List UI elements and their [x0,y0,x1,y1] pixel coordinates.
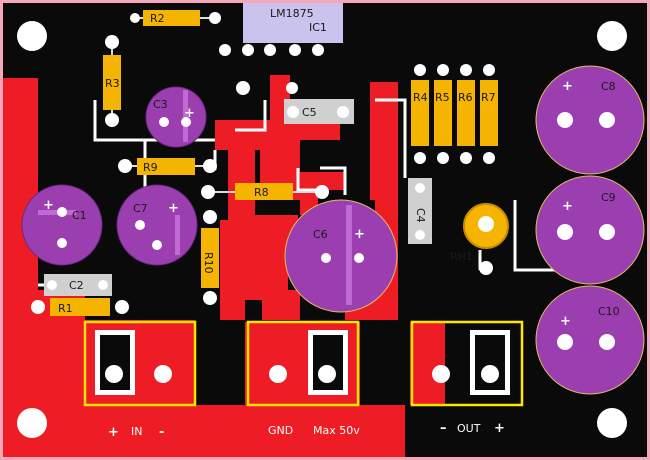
c2-body [44,274,112,296]
c5-pad [337,106,349,118]
c6-plus-sign: + [354,227,365,242]
r5-label: R5 [435,91,450,104]
c4-pad [415,183,425,193]
r1-body [50,298,110,316]
rh1-pad [478,216,494,232]
c6-label: C6 [313,228,328,241]
r8-pad [315,185,329,199]
c10-capacitor: C10 + [535,285,645,395]
r3-pad [105,113,119,127]
r1-pad [115,300,129,314]
c1-plus-sign: + [43,198,54,213]
c9-label: C9 [601,191,616,204]
c10-plus-sign: + [560,314,571,329]
mounting-hole-top-right [597,21,627,51]
r10-label: R10 [202,252,215,274]
c3-polarity-band [183,90,188,142]
c2-label: C2 [69,279,84,292]
r2-pad [209,12,221,24]
r9-body [137,158,195,175]
r6-resistor: R6 [457,64,475,164]
c3-plus-sign: + [184,106,195,121]
c2-pad [98,280,108,290]
mounting-hole-bottom-left [17,408,47,438]
mounting-holes [17,21,627,438]
mounting-hole-bottom-right [597,408,627,438]
supply-terminal-block [246,320,360,407]
out-label: OUT [457,422,481,435]
c4-pad [415,230,425,240]
r1-pad [31,300,45,314]
r3-body [103,55,121,110]
mounting-hole-top-left [17,21,47,51]
c7-label: C7 [133,202,148,215]
r6-label: R6 [458,91,473,104]
c10-label: C10 [598,305,620,318]
r9-pad [203,159,217,173]
c8-label: C8 [601,80,616,93]
in-label: IN [131,425,142,438]
c7-plus-sign: + [168,201,179,216]
r3-label: R3 [105,77,120,90]
r5-resistor: R5 [434,64,452,164]
c5-pad [287,106,299,118]
r9-label: R9 [143,161,158,174]
r4-resistor: R4 [411,64,429,164]
via-pad [286,82,298,94]
c1-capacitor: C1 + [21,184,103,266]
r8-pad [201,185,215,199]
out-plus-sign: + [494,421,505,436]
c6-capacitor: C6 + [284,199,398,313]
r10-body [201,228,219,288]
r10-pad [203,291,217,305]
c9-plus-sign: + [562,199,573,214]
c3-body [145,86,207,148]
ic1-part-label: LM1875 [270,7,314,20]
ic1-body [243,3,343,43]
c8-capacitor: C8 + [535,65,645,175]
rh1-label: RH1 [450,250,473,263]
output-terminal-block [410,320,524,407]
r2-label: R2 [150,12,165,25]
r1-label: R1 [58,302,73,315]
out-minus-sign: – [440,421,447,436]
r8-label: R8 [254,186,269,199]
ic1-ref-label: IC1 [309,21,327,34]
input-terminal-block [83,320,197,407]
r10-pad [203,210,217,224]
r7-resistor: R7 [480,64,498,164]
r7-label: R7 [481,91,496,104]
r4-label: R4 [413,91,428,104]
r9-pad [118,159,132,173]
via-pad [236,81,250,95]
max-voltage-label: Max 50v [313,424,360,437]
c8-plus-sign: + [562,79,573,94]
c4-label: C4 [414,208,427,223]
c1-label: C1 [72,209,87,222]
r2-body [143,10,200,26]
in-minus-sign: - [159,425,164,440]
c2-pad [47,280,57,290]
c3-pad [159,117,169,127]
c3-pad [181,117,191,127]
in-plus-sign: + [108,425,119,440]
r3-pad [105,35,119,49]
r2-pad [130,13,140,23]
c9-capacitor: C9 + [535,175,645,285]
r8-body [235,183,293,200]
gnd-label: GND [268,424,293,437]
c3-label: C3 [153,98,168,111]
rh1-pad [479,261,493,275]
c5-label: C5 [302,106,317,119]
ic1-pins [219,44,324,56]
c7-capacitor: C7 + [116,184,198,266]
